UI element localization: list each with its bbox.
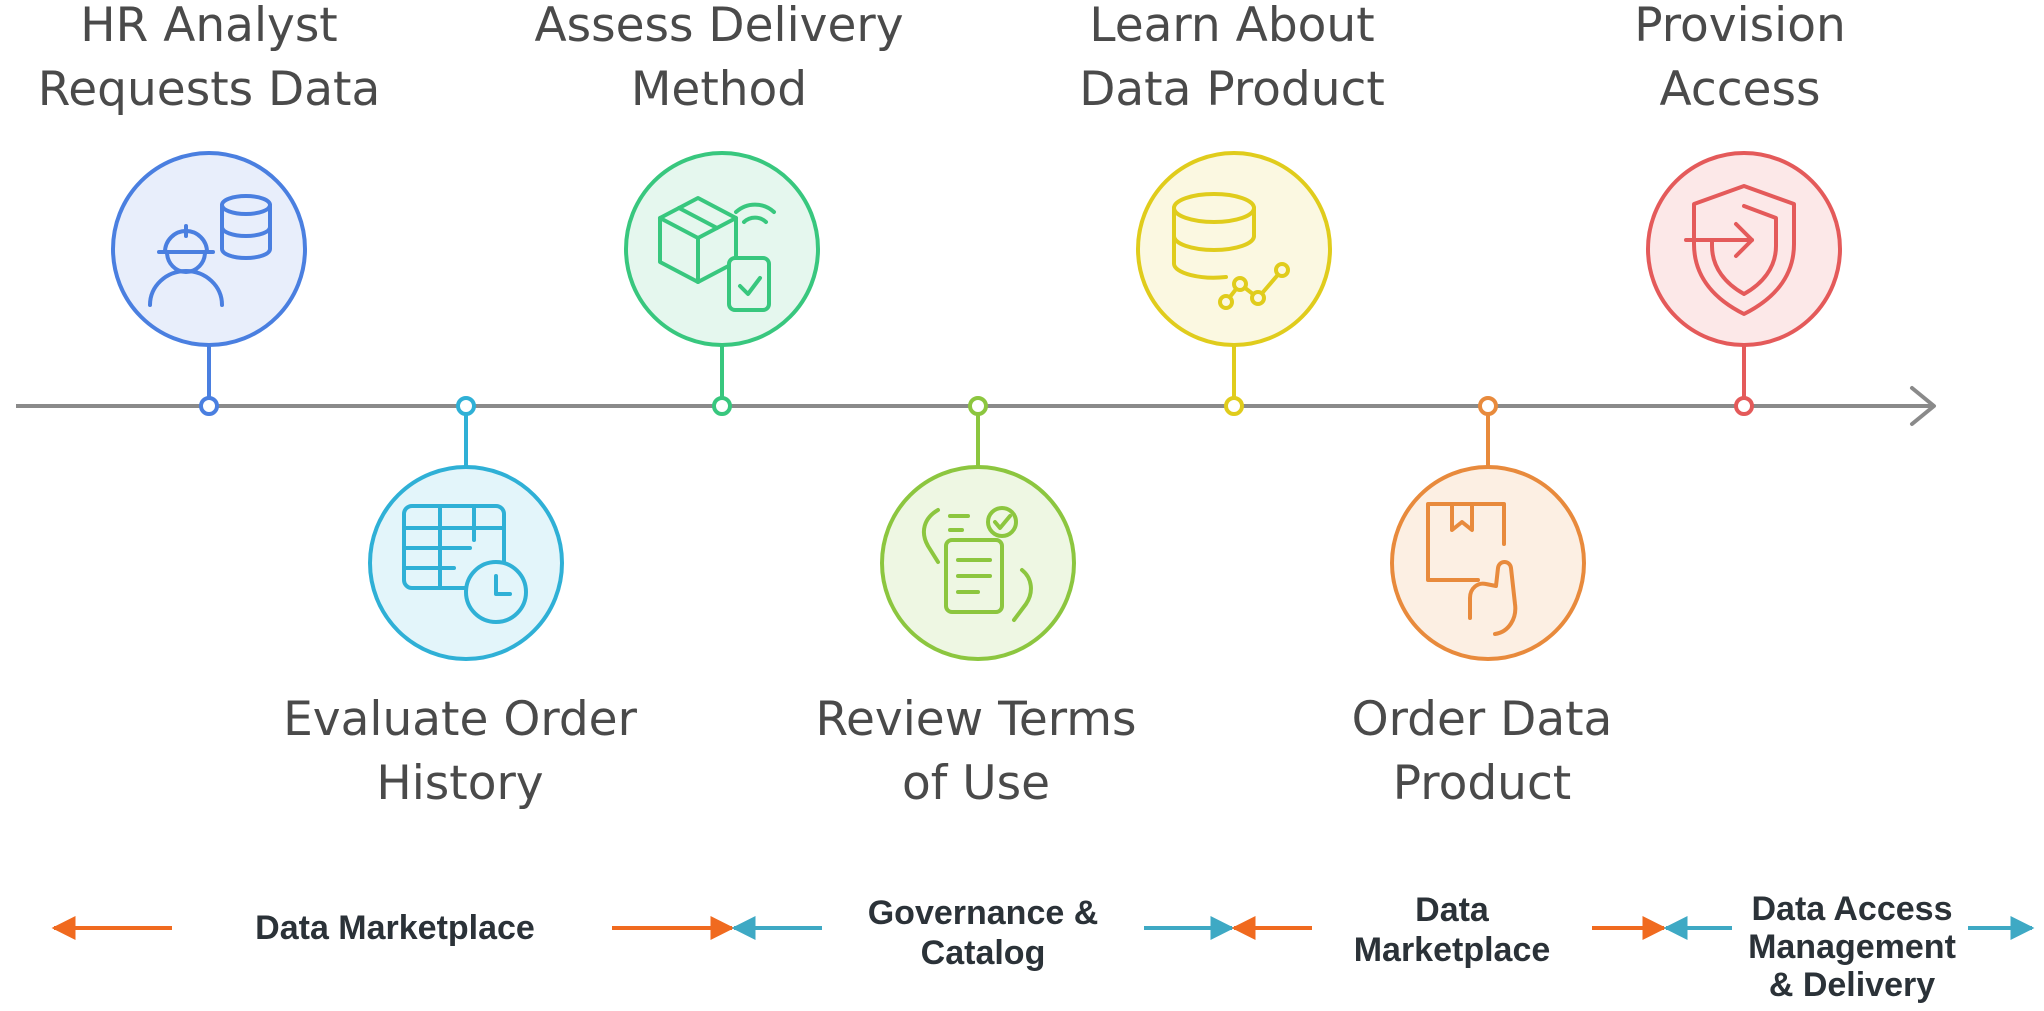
box-hand-icon: [1426, 502, 1518, 636]
band-label-data-marketplace: Data Marketplace: [255, 909, 535, 947]
document-check-icon: [921, 506, 1033, 622]
step-order-data-product: [1390, 396, 1586, 661]
step-provision-access: [1646, 151, 1842, 416]
band-label-governance-catalog: Governance &Catalog: [867, 894, 1099, 972]
step-hr-analyst: [111, 151, 307, 416]
table-clock-icon: [402, 504, 528, 624]
shield-enter-icon: [1684, 184, 1796, 316]
package-phone-icon: [658, 196, 776, 312]
timeline-arrowhead: [1910, 386, 1936, 426]
step-evaluate-order-history: [368, 396, 564, 661]
database-chart-icon: [1172, 192, 1290, 310]
step-review-terms: [880, 396, 1076, 661]
step-learn-data-product: [1136, 151, 1332, 416]
step-assess-delivery: [624, 151, 820, 416]
analyst-database-icon: [148, 194, 272, 307]
